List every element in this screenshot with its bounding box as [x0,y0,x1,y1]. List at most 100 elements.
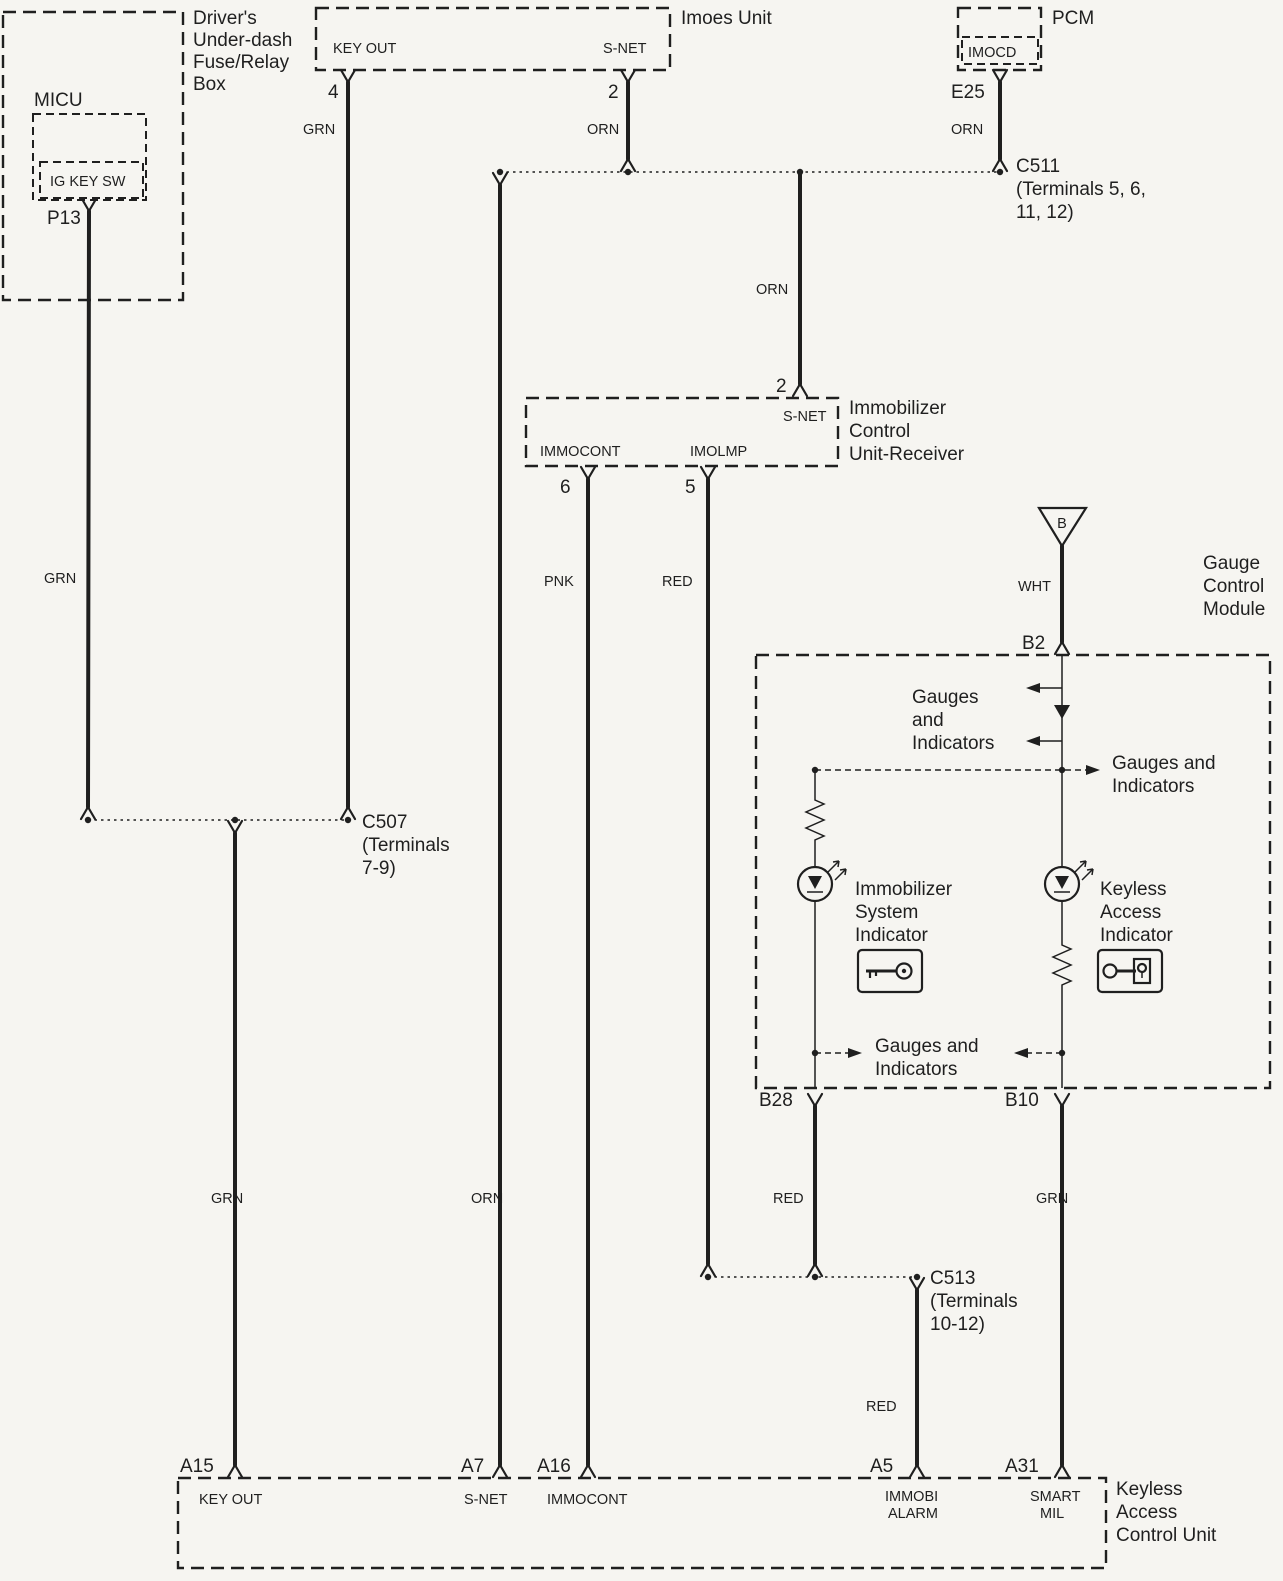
c513-label-line3: 10-12) [930,1314,985,1335]
terminal-fork-c507-left [79,804,97,821]
terminal-fork-receiver-5 [699,465,717,482]
key-icon-frame [1096,948,1164,994]
wire-label-grn: GRN [303,122,335,138]
keyless-access-control-unit: A15 A7 A16 A5 A31 KEY OUT S-NET IMMOCONT… [176,1456,1217,1570]
receiver-pin-2: 2 [776,376,787,397]
terminal-fork-receiver-s-net [791,381,809,398]
micu-label: MICU [34,90,83,111]
terminal-fork-a31 [1053,1462,1071,1479]
imoes-unit-label: Imoes Unit [681,8,773,29]
terminal-fork-p13 [80,197,98,214]
arrow-left-icon [1026,736,1040,746]
wire-label-wht: WHT [1018,579,1051,595]
wire-label-red: RED [773,1191,804,1207]
junction-dot [796,168,804,176]
micu-box-outline [32,113,147,201]
lock-keyhole [1136,962,1148,974]
pin-a31-label: A31 [1005,1456,1039,1477]
wire-label-grn: GRN [44,571,76,587]
receiver-outline [524,396,840,468]
lamp-triangle [1055,876,1069,889]
receiver-s-net-label: S-NET [783,409,827,425]
pin-a7-label: A7 [461,1456,484,1477]
fuse-box-label-line4: Box [193,74,226,95]
gauges-top-line3: Indicators [912,733,994,754]
junction-dot [913,1273,921,1281]
c511-label-line2: (Terminals 5, 6, [1016,179,1146,200]
pcm-label: PCM [1052,8,1094,29]
pin-a5-label: A5 [870,1456,893,1477]
b-connector-label: B [1057,516,1067,532]
light-ray-icon [834,868,847,881]
junction-dot [231,816,239,824]
wire-label-grn: GRN [1036,1191,1068,1207]
pcm-outline [956,6,1043,72]
wire-label-orn: ORN [587,122,619,138]
pcm: PCM IMOCD E25 [951,6,1094,103]
c513-label-line1: C513 [930,1268,975,1289]
wire-label-grn: GRN [211,1191,243,1207]
terminal-fork-b2 [1053,639,1071,656]
gauge-control-module: Gauge Control Module Gauges and Indicato… [754,553,1272,1090]
pin-e25-label: E25 [951,82,985,103]
receiver-label-line1: Immobilizer [849,398,947,419]
terminal-fork-a16 [579,1462,597,1479]
resistor-icon [804,795,826,848]
key-bow [895,962,913,980]
keyless-indicator-line3: Indicator [1100,925,1174,946]
b-connector-triangle [1037,506,1088,549]
kacu-label-line2: Access [1116,1502,1177,1523]
junction-dot [996,168,1004,176]
pin-b28-label: B28 [759,1090,793,1111]
wire-grn-ig-key-sw [86,209,91,809]
junction-dot [704,1273,712,1281]
kacu-mil-label: MIL [1040,1506,1064,1522]
terminal-fork-b28 [806,1092,824,1109]
c507-connector: C507 (Terminals 7-9) [84,812,450,879]
terminal-fork-c513-917 [908,1276,926,1293]
c513-label-line2: (Terminals [930,1291,1018,1312]
junction-dot [1058,766,1066,774]
diode-icon [1054,705,1070,719]
gauge-module-label-line2: Control [1203,576,1264,597]
gauges-right-line2: Indicators [1112,776,1194,797]
c507-label-line1: C507 [362,812,407,833]
kacu-immocont-label: IMMOCONT [547,1492,628,1508]
junction-dot [811,1273,819,1281]
lamp-icon-keyless [1043,865,1081,903]
terminal-fork-c507-mid [226,819,244,836]
terminal-fork-imoes-2 [619,68,637,85]
lock-body [1132,957,1152,985]
receiver-pin-5: 5 [685,477,696,498]
keyless-indicator-line2: Access [1100,902,1161,923]
gauge-module-outline [754,653,1272,1090]
terminal-fork-e25 [991,68,1009,85]
c511-label-line3: 11, 12) [1016,202,1074,223]
fuse-box-label-line2: Under-dash [193,30,292,51]
immob-indicator-line3: Indicator [855,925,929,946]
terminal-fork-c511-628 [619,156,637,173]
kacu-alarm-label: ALARM [888,1506,938,1522]
keyless-indicator-line1: Keyless [1100,879,1167,900]
terminal-fork-c513-708 [699,1261,717,1278]
arrow-left-icon [1014,1048,1028,1058]
receiver-imolmp-label: IMOLMP [690,444,747,460]
key-bow [1102,963,1118,979]
wire-label-orn: ORN [756,282,788,298]
wire-label-orn: ORN [471,1191,503,1207]
pin-a15-label: A15 [180,1456,214,1477]
c507-label-line3: 7-9) [362,858,396,879]
kacu-immobi-label: IMMOBI [885,1489,938,1505]
gauge-module-label-line1: Gauge [1203,553,1260,574]
wire-label-red: RED [662,574,693,590]
receiver-immocont-label: IMMOCONT [540,444,621,460]
pin-a16-label: A16 [537,1456,571,1477]
resistor-icon [1051,940,1073,993]
kacu-s-net-label: S-NET [464,1492,508,1508]
key-bow-hole [901,968,907,974]
gauges-bottom-line1: Gauges and [875,1036,979,1057]
fuse-relay-box-outline [1,10,185,302]
imoes-unit: Imoes Unit KEY OUT S-NET 4 2 [314,6,773,103]
kacu-key-out-label: KEY OUT [199,1492,263,1508]
